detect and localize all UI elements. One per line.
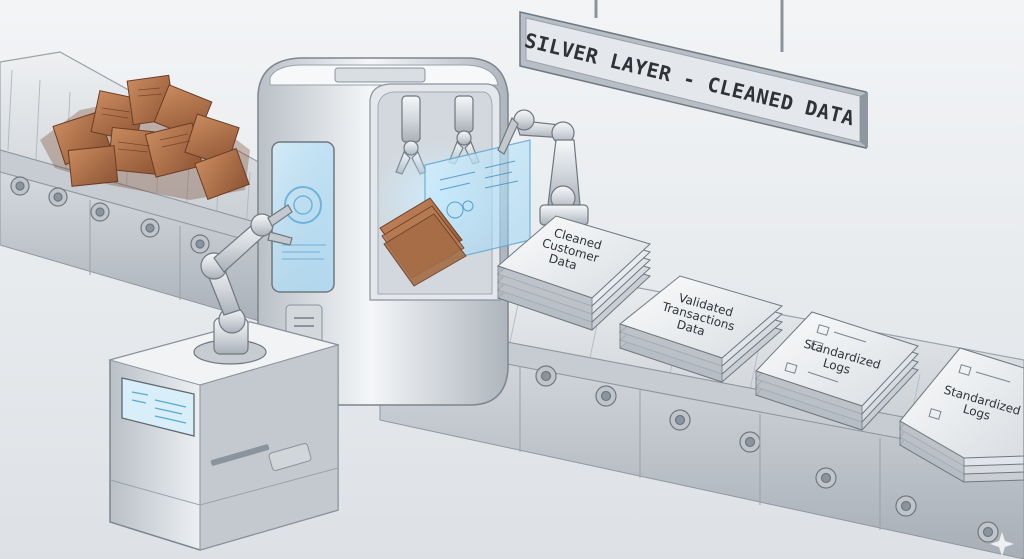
- processing-papers: [379, 197, 467, 287]
- output-stack-1: [497, 215, 651, 331]
- raw-paper-pile: [40, 74, 250, 201]
- sparkle-icon: [990, 532, 1014, 556]
- output-stack-2: [618, 275, 784, 383]
- output-stack-4: [899, 347, 1024, 483]
- left-robot-arm: [193, 204, 293, 365]
- hanging-sign: [519, 0, 868, 149]
- right-robot-arm: [497, 109, 589, 226]
- control-unit: [108, 321, 340, 551]
- output-stack-3: [755, 311, 919, 431]
